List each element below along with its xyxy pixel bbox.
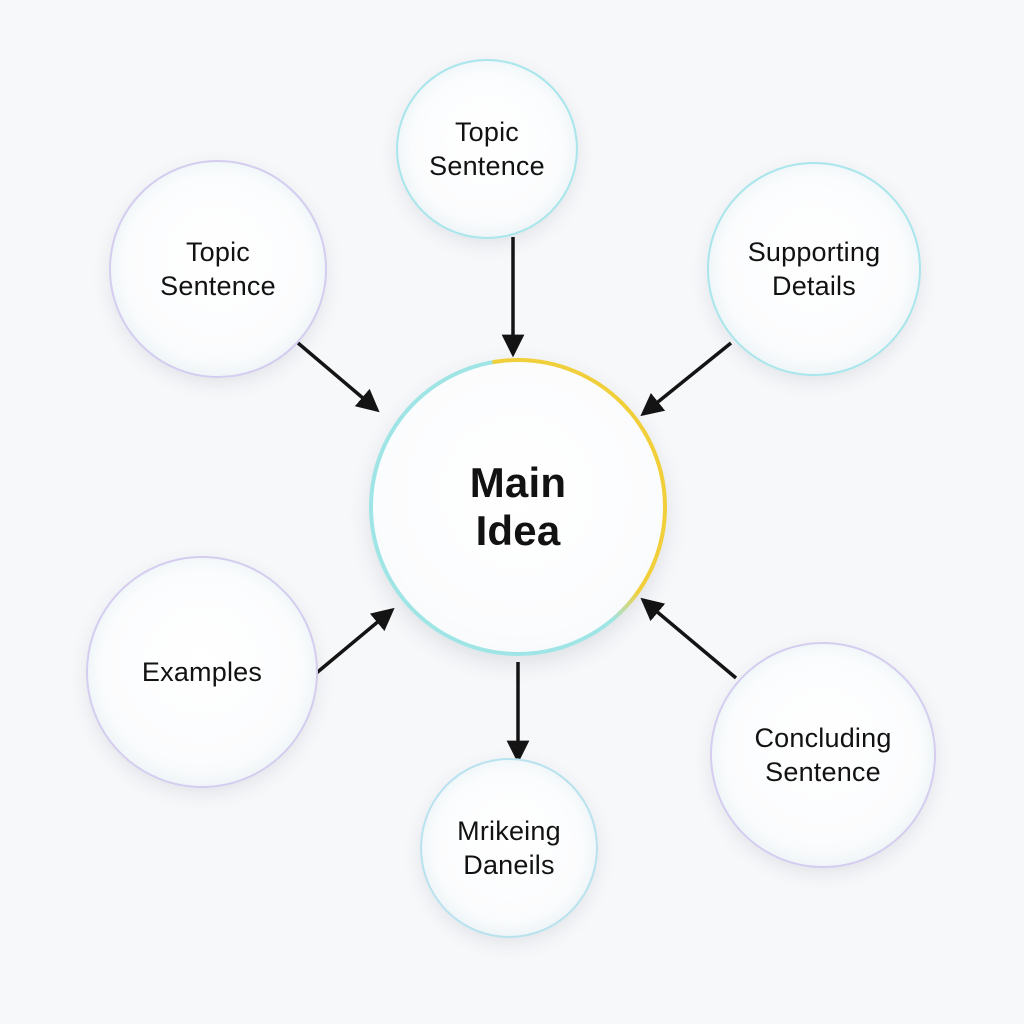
concluding-sentence-node: Concluding Sentence [710,642,936,868]
supporting-details-node: Supporting Details [707,162,921,376]
arrow-upper-right-to-main [640,341,733,417]
topic-sentence-node-top: Topic Sentence [396,59,578,239]
examples-node: Examples [86,556,318,788]
main-idea-label: Main Idea [469,459,567,554]
arrow-upper-left-to-main [296,341,380,413]
concluding-sentence-label: Concluding Sentence [754,723,892,787]
topic-sentence-node-left: Topic Sentence [109,160,327,378]
bottom-node: Mrikeing Daneils [420,758,598,938]
arrow-concluding-to-main [640,597,738,680]
topic-sentence-top-label: Topic Sentence [429,117,545,181]
supporting-details-label: Supporting Details [747,237,881,301]
main-idea-node: Main Idea [369,358,667,656]
arrow-examples-to-main [312,607,395,677]
bottom-node-label: Mrikeing Daneils [457,816,561,880]
topic-sentence-left-label: Topic Sentence [160,237,276,301]
examples-label: Examples [141,657,263,687]
